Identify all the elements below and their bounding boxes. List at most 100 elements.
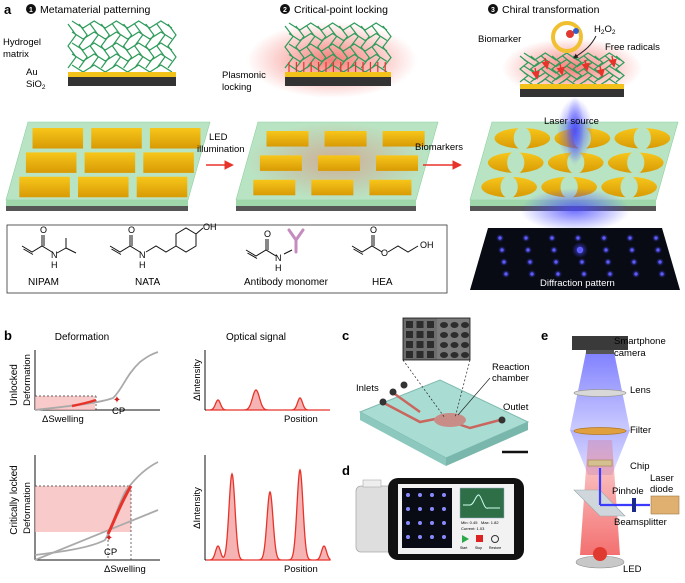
camera-lens-mount [586, 350, 614, 354]
sio2-layer-2 [285, 77, 391, 86]
panel-e: e Smartphone camera Lens Filter Chip Bea… [541, 328, 680, 575]
sio2-layer-3 [520, 89, 624, 97]
screen-reading-max: Max: 1.82 [481, 520, 499, 525]
reaction-chamber-label: Reaction [492, 362, 530, 373]
ylabel-deformation-locked: Deformation [22, 482, 33, 534]
inlet-port-3 [400, 381, 408, 389]
cp-marker-unlocked: ✦ [113, 395, 121, 406]
laser-glow-top [557, 98, 593, 162]
reaction-chamber-label-2: chamber [492, 373, 529, 384]
hydrogel-label-2: matrix [3, 49, 29, 60]
xlabel-position-unlocked: Position [284, 414, 318, 425]
screen-reading-current: Current: 1.03 [461, 526, 485, 531]
restore-button-icon[interactable] [491, 535, 499, 543]
panel-e-letter: e [541, 328, 548, 343]
radical-arrow [573, 35, 597, 59]
pinhole-label: Pinhole [612, 486, 644, 497]
gold-layer-1 [68, 72, 176, 77]
panel-a: a 1 Metamaterial patterning 2 Critical-p… [3, 2, 680, 294]
cp-label-unlocked: CP [112, 406, 125, 417]
intensity-peaks-locked [206, 468, 331, 561]
smartphone-camera [572, 336, 628, 350]
cp-marker-locked: ✦ [105, 533, 113, 544]
step-1-title: 1 Metamaterial patterning [26, 4, 150, 16]
led-label-e: LED [623, 564, 642, 575]
cp-label-locked: CP [104, 547, 117, 558]
inlet-port-1 [379, 398, 387, 406]
hea-structure [351, 235, 419, 255]
hydrogel-label: Hydrogel [3, 37, 41, 48]
stop-button-icon[interactable] [476, 535, 483, 542]
hea-o-ester: O [381, 248, 388, 258]
row-unlocked-label: Unlocked [9, 364, 20, 406]
laser-source-label: Laser source [544, 116, 599, 127]
hydrogel-mesh-1 [67, 20, 177, 73]
play-button-icon[interactable] [462, 535, 469, 543]
restore-button-label: Restore [489, 546, 501, 550]
led-label-2: illumination [197, 144, 245, 155]
plasmonic-label: Plasmonic [222, 70, 266, 81]
led-label: LED [209, 132, 228, 143]
beamsplitter-label: Beamsplitter [614, 517, 667, 528]
biomarker-label: Biomarker [478, 34, 521, 45]
lens-label: Lens [630, 385, 651, 396]
monomer-box [6, 224, 448, 294]
sem-chiral-pattern [440, 322, 469, 358]
lens [573, 389, 627, 397]
step-3-badge [488, 4, 498, 14]
nata-structure [109, 227, 204, 255]
outlet-port [498, 416, 506, 424]
operating-segment-locked [106, 485, 133, 535]
step-1-label: Metamaterial patterning [40, 4, 150, 16]
nata-o: O [128, 225, 135, 235]
nipam-structure [21, 235, 77, 255]
step-1-number: 1 [29, 7, 33, 14]
chip-label: Chip [630, 461, 650, 472]
row-locked-label: Critically locked [9, 465, 20, 534]
ylabel-intensity-locked: ΔIntensity [192, 487, 203, 529]
col-deformation-title: Deformation [55, 332, 109, 343]
reader-connector [362, 479, 382, 488]
filter-label: Filter [630, 425, 651, 436]
step-2-label: Critical-point locking [294, 4, 388, 16]
diffraction-label: Diffraction pattern [540, 278, 615, 289]
step-3-label: Chiral transformation [502, 4, 600, 16]
laser-glow-bottom [520, 188, 630, 232]
antibody-n: N [275, 253, 282, 263]
col-optical-title: Optical signal [226, 332, 286, 343]
ylabel-intensity-unlocked: ΔIntensity [192, 359, 203, 401]
screen-reading-min: Min: 0.45 [461, 520, 478, 525]
panel-d: d Min: 0.45 Max: 1.82 Current: 1.03 Star… [342, 463, 524, 560]
outlet-label: Outlet [503, 402, 529, 413]
plot-unlocked-deformation: ✦ CP Deformation ΔSwelling [22, 350, 160, 425]
filter [573, 427, 627, 435]
antibody-icon [287, 228, 305, 254]
hea-oh: OH [420, 240, 434, 250]
panel-d-letter: d [342, 463, 350, 478]
h2o2-label: H2O2 [594, 24, 616, 36]
zoom-line-right [454, 359, 471, 419]
laser-diode-label: Laser [650, 473, 674, 484]
inlets-label: Inlets [356, 383, 379, 394]
diffraction-spots [496, 234, 666, 278]
xlabel-position-locked: Position [284, 564, 318, 575]
panel-b-letter: b [4, 328, 12, 343]
antibody-o: O [264, 229, 271, 239]
step-3-number: 3 [491, 7, 495, 14]
gold-layer-3 [520, 84, 624, 89]
led-dome [593, 547, 607, 561]
nipam-n: N [51, 250, 58, 260]
plot-locked-optical: ΔIntensity Position [192, 455, 331, 575]
screen-graph-line [463, 494, 500, 509]
nipam-h: H [51, 260, 58, 270]
screen-graph [459, 487, 505, 519]
free-radicals-label: Free radicals [605, 42, 660, 53]
biomarkers-label: Biomarkers [415, 142, 463, 153]
pinhole [632, 498, 636, 512]
step-2-title: 2 Critical-point locking [280, 4, 388, 16]
smartphone-label: Smartphone [614, 336, 666, 347]
nata-n: N [139, 250, 146, 260]
gold-layer-2 [285, 72, 391, 77]
plasmonic-lock-arrows [288, 62, 386, 72]
